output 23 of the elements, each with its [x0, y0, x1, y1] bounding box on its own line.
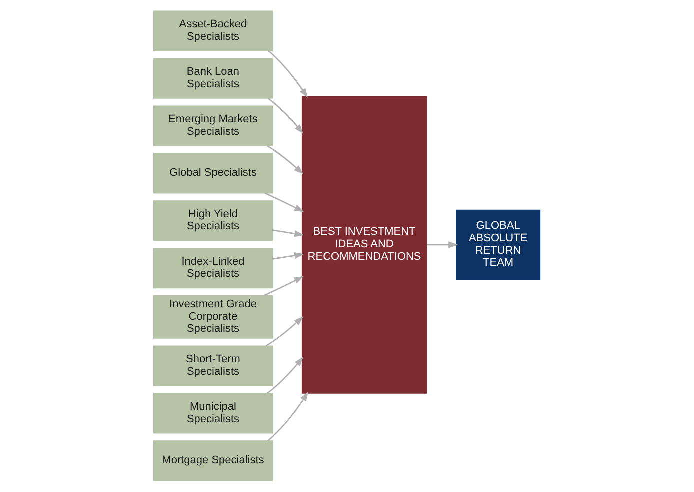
node-box: Mortgage Specialists [153, 440, 274, 482]
node-box: BEST INVESTMENT IDEAS AND RECOMMENDATIONS [302, 96, 428, 394]
arrow [264, 192, 304, 212]
node-box: Index-Linked Specialists [153, 248, 274, 289]
node-box: High Yield Specialists [153, 200, 274, 242]
node-box: Emerging Markets Specialists [153, 106, 274, 146]
arrow [272, 252, 304, 260]
arrow [266, 316, 304, 347]
node-box: Global Specialists [153, 153, 274, 194]
node-box: GLOBAL ABSOLUTE RETURN TEAM [456, 210, 541, 280]
arrow [268, 98, 304, 134]
node-box: Asset-Backed Specialists [153, 10, 274, 52]
arrow [272, 230, 304, 238]
node-box: Bank Loan Specialists [153, 58, 274, 99]
arrow [268, 50, 308, 98]
arrow [267, 392, 309, 442]
node-box: Municipal Specialists [153, 393, 274, 434]
node-box: Short-Term Specialists [153, 346, 274, 386]
arrow [267, 145, 304, 174]
arrow [264, 276, 304, 296]
node-box: Investment Grade Corporate Specialists [153, 296, 274, 339]
arrow [267, 356, 304, 394]
arrow [426, 242, 458, 248]
